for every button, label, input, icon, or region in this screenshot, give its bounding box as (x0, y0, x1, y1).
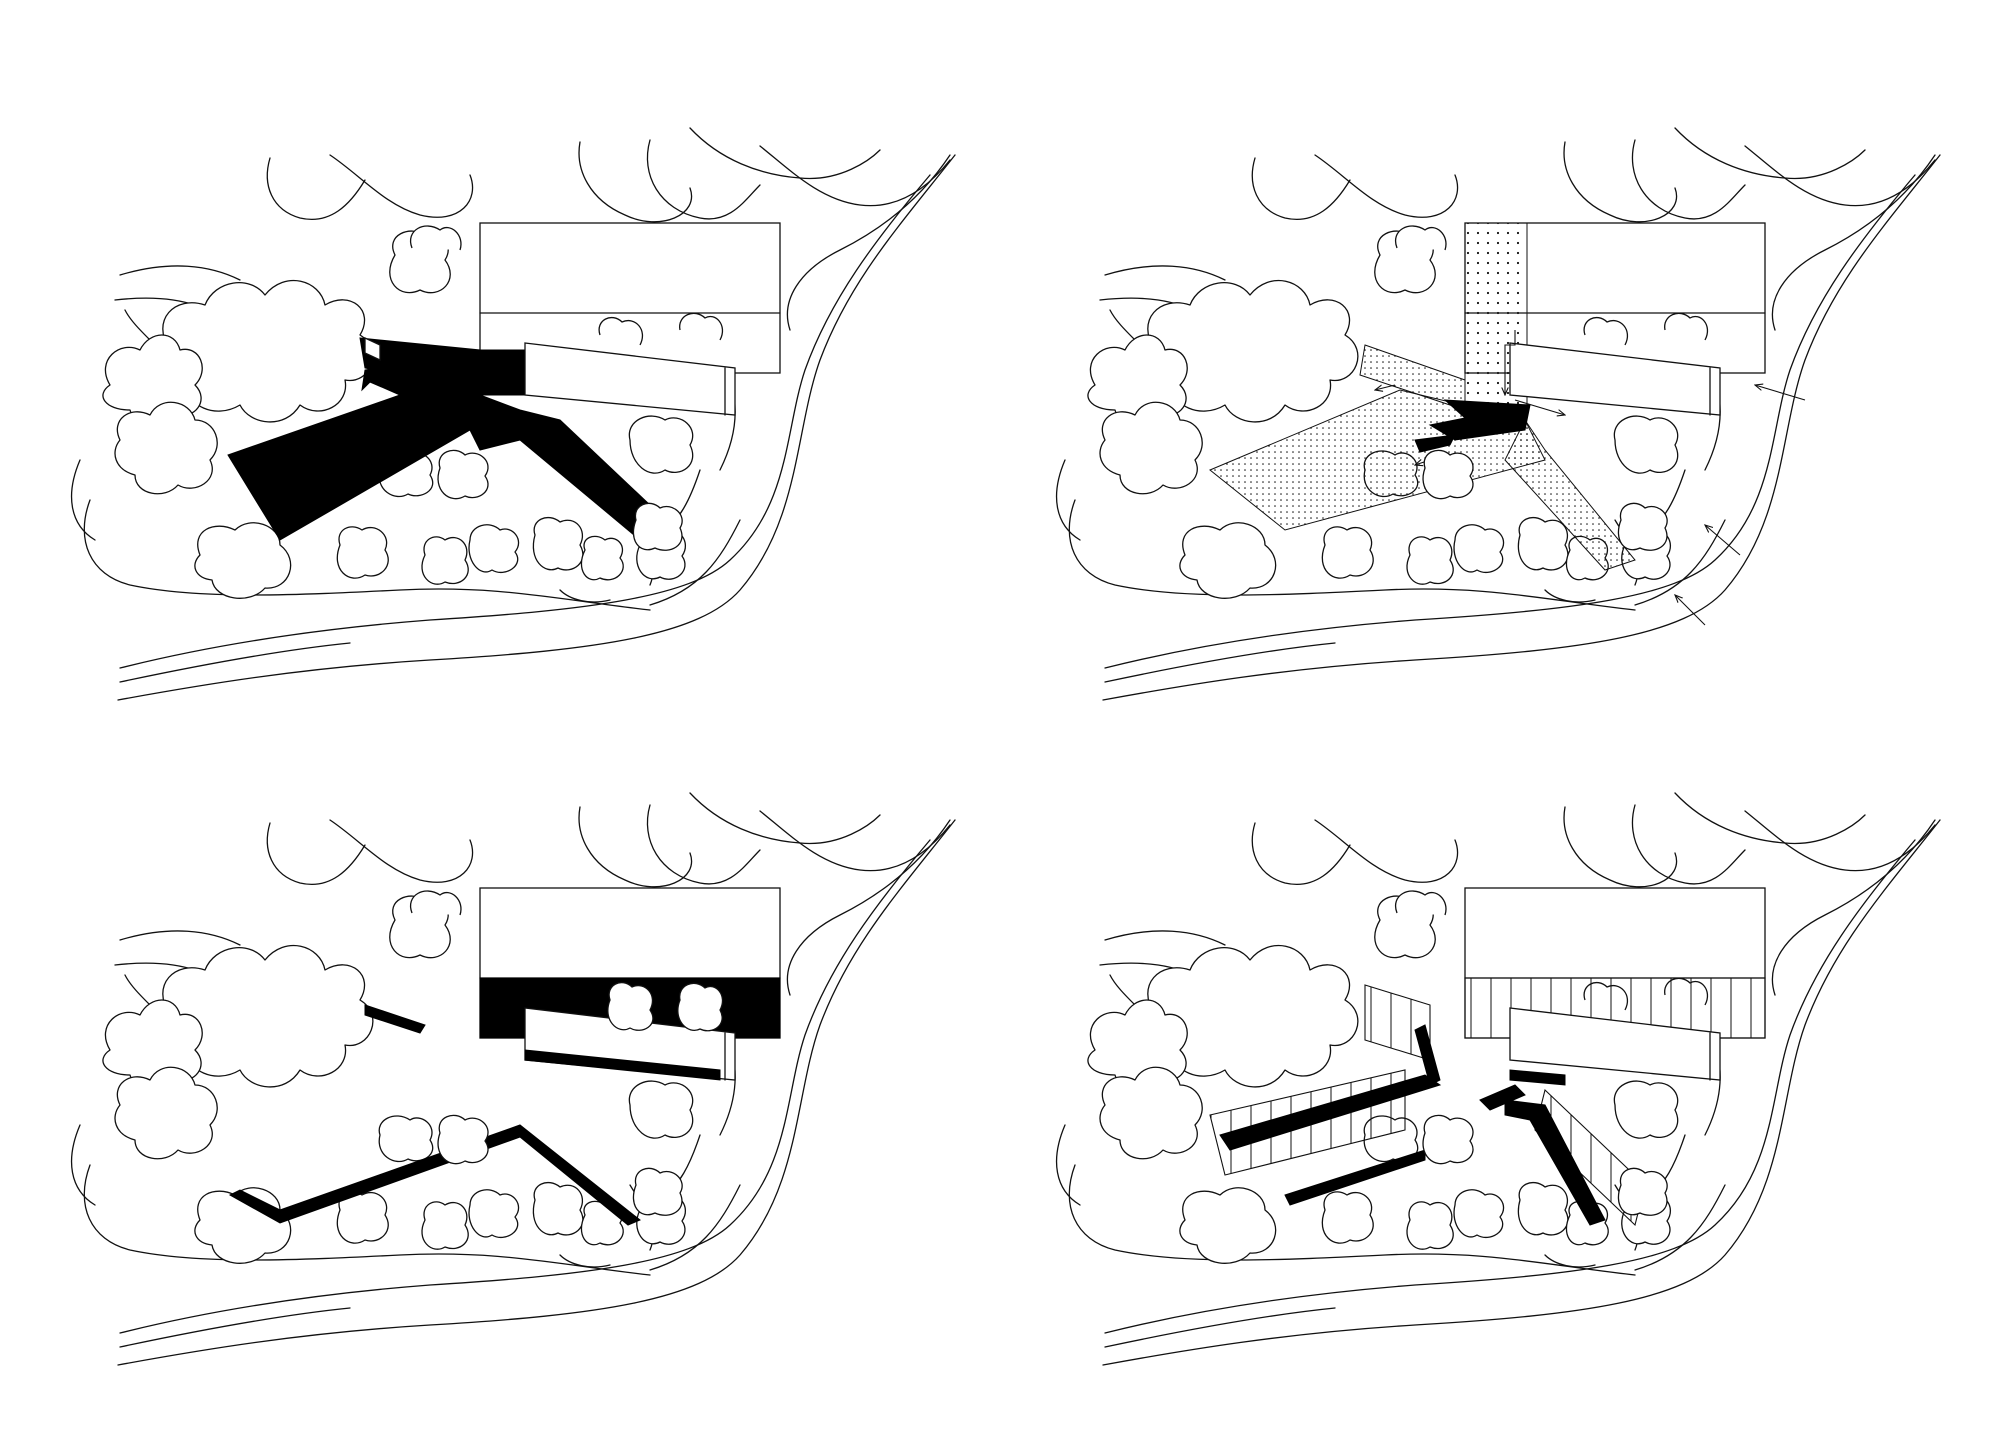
panel-circulation-access (1055, 127, 1941, 701)
panel-facades-edges (70, 792, 956, 1366)
panel-building-mass (70, 127, 956, 701)
panel-glazing-structure (1055, 792, 1941, 1366)
